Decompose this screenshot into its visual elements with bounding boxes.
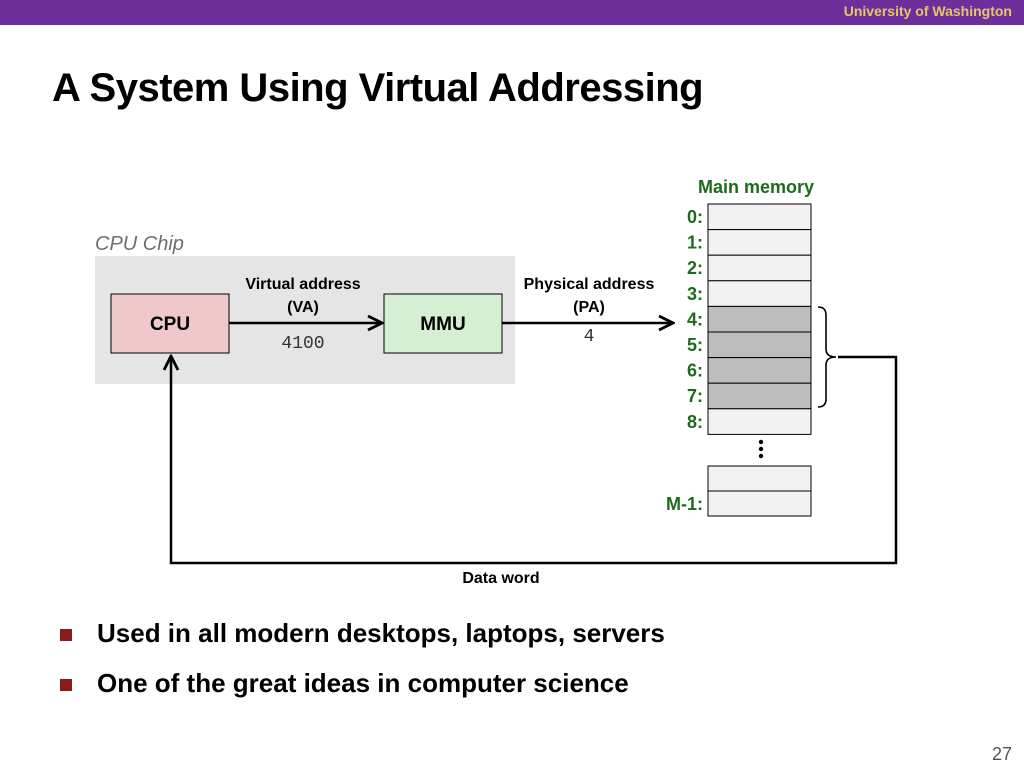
data-word-brace (817, 306, 837, 408)
memory-gap-dot (758, 446, 764, 452)
memory-row-label: 8: (687, 412, 703, 432)
bullet-item: Used in all modern desktops, laptops, se… (60, 618, 665, 668)
page-number: 27 (991, 744, 1012, 764)
bullet-marker-icon (60, 629, 72, 641)
memory-cell (707, 229, 812, 256)
bullet-item: One of the great ideas in computer scien… (60, 668, 665, 718)
bullet-list: Used in all modern desktops, laptops, se… (60, 618, 665, 718)
slide-title: A System Using Virtual Addressing (52, 66, 704, 110)
bullet-marker-icon (60, 679, 72, 691)
va-value: 4100 (281, 334, 324, 354)
header-bar: University of Washington (0, 0, 1024, 25)
pa-label-line2: (PA) (573, 299, 605, 316)
memory-row-label: 6: (687, 361, 703, 381)
va-label-line1: Virtual address (245, 276, 360, 293)
memory-cell (707, 382, 812, 410)
pa-value: 4 (584, 327, 595, 347)
memory-cell-last (707, 490, 812, 517)
memory-cell (707, 408, 812, 435)
bullet-text: One of the great ideas in computer scien… (97, 668, 629, 698)
data-word-path (171, 356, 898, 565)
mmu-label: MMU (420, 314, 465, 335)
org-name: University of Washington (843, 3, 1012, 19)
pa-label-line1: Physical address (524, 276, 655, 293)
memory-row-label-last: M-1: (666, 494, 703, 514)
memory-cell (707, 331, 812, 359)
memory-gap-dot (758, 439, 764, 445)
data-word-label: Data word (462, 570, 539, 587)
cpu-box (110, 293, 230, 354)
memory-cell (707, 357, 812, 384)
memory-row-label: 1: (687, 233, 703, 253)
cpu-chip-label: CPU Chip (95, 233, 184, 255)
memory-row-label: 2: (687, 258, 703, 278)
bullet-text: Used in all modern desktops, laptops, se… (97, 618, 665, 648)
va-label-line2: (VA) (287, 299, 319, 316)
cpu-label: CPU (150, 314, 190, 335)
memory-gap-dot (758, 453, 764, 459)
memory-cell (707, 254, 812, 282)
memory-row-label: 4: (687, 309, 703, 329)
memory-row-label: 3: (687, 284, 703, 304)
memory-row-label: 0: (687, 207, 703, 227)
memory-cell (707, 465, 812, 492)
memory-cell (707, 280, 812, 307)
memory-rows: 0: 1: 2: 3: 4: 5: 6: 7: 8: (687, 203, 812, 435)
memory-cell (707, 305, 812, 333)
memory-row-label: 7: (687, 386, 703, 406)
memory-title: Main memory (698, 177, 814, 197)
memory-cell (707, 203, 812, 231)
memory-row-label: 5: (687, 335, 703, 355)
